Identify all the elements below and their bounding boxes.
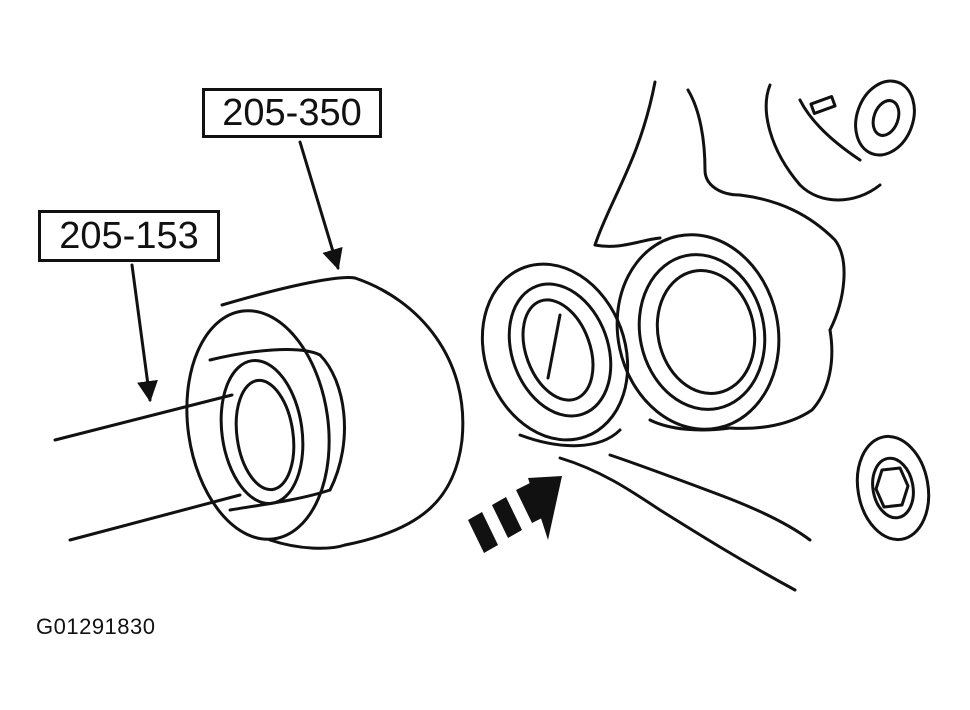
- leader-205-350: [298, 140, 343, 271]
- figure-id: G01291830: [36, 614, 156, 639]
- seal-ring: [480, 262, 630, 448]
- leader-205-153: [130, 263, 158, 403]
- tool-label-205-153: 205-153: [38, 210, 220, 262]
- installer-cup: [185, 276, 465, 550]
- tool-label-205-350: 205-350: [202, 88, 382, 138]
- direction-arrow: [468, 476, 562, 553]
- handle-shaft: [53, 393, 242, 542]
- housing: [558, 79, 916, 592]
- hex-nut: [855, 434, 931, 542]
